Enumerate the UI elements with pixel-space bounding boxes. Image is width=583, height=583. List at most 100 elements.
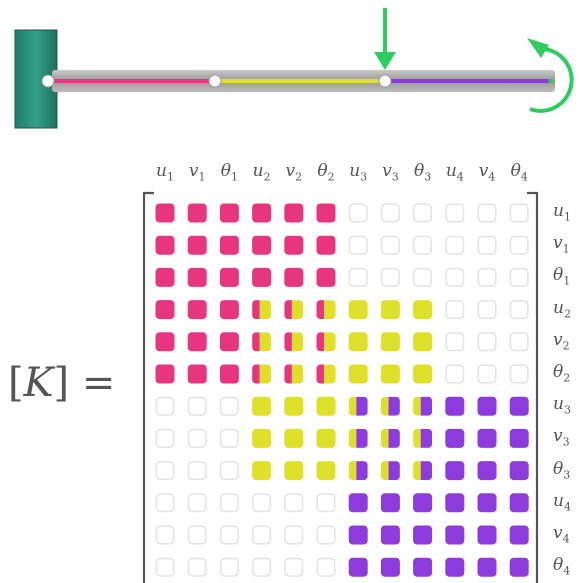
matrix-cell-r7-c3 (219, 396, 239, 416)
matrix-cell-r4-c7 (348, 300, 368, 320)
matrix-cell-r9-c1 (155, 461, 175, 481)
matrix-cell-r3-c12 (509, 267, 529, 287)
matrix-cell-r1-c11 (477, 203, 497, 223)
row-label-1: u1 (553, 201, 571, 224)
matrix-cell-r1-c2 (187, 203, 207, 223)
column-label-12: θ4 (510, 161, 528, 184)
matrix-cell-r6-c8 (380, 364, 400, 384)
matrix-cell-r4-c10 (445, 300, 465, 320)
matrix-cell-r1-c7 (348, 203, 368, 223)
matrix-cell-r12-c2 (187, 557, 207, 577)
matrix-cell-r11-c2 (187, 525, 207, 545)
matrix-cell-r3-c9 (413, 267, 433, 287)
matrix-cell-r9-c8 (380, 461, 400, 481)
matrix-cell-r12-c11 (477, 557, 497, 577)
matrix-cell-r11-c8 (380, 525, 400, 545)
matrix-cell-r1-c10 (445, 203, 465, 223)
matrix-cell-r1-c9 (413, 203, 433, 223)
matrix-cell-r6-c1 (155, 364, 175, 384)
matrix-cell-r8-c11 (477, 428, 497, 448)
matrix-cell-r7-c11 (477, 396, 497, 416)
matrix-cell-r8-c1 (155, 428, 175, 448)
matrix-cell-r8-c3 (219, 428, 239, 448)
matrix-cell-r10-c5 (284, 493, 304, 513)
matrix-cell-r3-c5 (284, 267, 304, 287)
matrix-cell-r11-c5 (284, 525, 304, 545)
matrix-cell-r3-c3 (219, 267, 239, 287)
matrix-cell-r9-c7 (348, 461, 368, 481)
row-label-3: θ1 (553, 265, 571, 288)
matrix-cell-r9-c10 (445, 461, 465, 481)
matrix-cell-r4-c5 (284, 300, 304, 320)
column-label-5: v2 (285, 161, 303, 184)
node-4 (548, 78, 554, 84)
matrix-cell-r4-c2 (187, 300, 207, 320)
matrix-cell-r6-c12 (509, 364, 529, 384)
matrix-cell-r12-c9 (413, 557, 433, 577)
matrix-cell-r6-c9 (413, 364, 433, 384)
beam-illustration (14, 8, 574, 129)
matrix-cell-r5-c12 (509, 332, 529, 352)
row-label-6: θ2 (553, 362, 571, 385)
matrix-cell-r6-c7 (348, 364, 368, 384)
matrix-cell-r7-c6 (316, 396, 336, 416)
matrix-cell-r7-c1 (155, 396, 175, 416)
row-label-5: v2 (553, 329, 570, 353)
matrix-cell-r8-c7 (348, 428, 368, 448)
matrix-cell-r8-c6 (316, 428, 336, 448)
matrix-cell-r10-c6 (316, 493, 336, 513)
matrix-cell-r8-c9 (413, 428, 433, 448)
matrix-cell-r6-c6 (316, 364, 336, 384)
matrix-cell-r12-c4 (252, 557, 272, 577)
matrix-cell-r10-c2 (187, 493, 207, 513)
column-label-1: u1 (156, 161, 174, 184)
matrix-cell-r5-c5 (284, 332, 304, 352)
matrix-cell-r1-c4 (252, 203, 272, 223)
matrix-cell-r6-c3 (219, 364, 239, 384)
matrix-cell-r12-c7 (348, 557, 368, 577)
matrix-cell-r2-c7 (348, 235, 368, 255)
matrix-cell-r11-c4 (252, 525, 272, 545)
matrix-cell-r6-c11 (477, 364, 497, 384)
matrix-cell-r1-c5 (284, 203, 304, 223)
row-label-12: θ4 (553, 555, 571, 578)
stiffness-matrix-label: [K] = (8, 360, 116, 406)
matrix-cell-r6-c4 (252, 364, 272, 384)
node-1 (41, 74, 55, 88)
matrix-cell-r10-c4 (252, 493, 272, 513)
matrix-cell-r5-c6 (316, 332, 336, 352)
matrix-cell-r5-c9 (413, 332, 433, 352)
matrix-cell-r8-c2 (187, 428, 207, 448)
matrix-cell-r2-c12 (509, 235, 529, 255)
matrix-cell-r8-c8 (380, 428, 400, 448)
matrix-cell-r8-c12 (509, 428, 529, 448)
matrix-cell-r8-c5 (284, 428, 304, 448)
matrix-cell-r4-c8 (380, 300, 400, 320)
matrix-cell-r9-c12 (509, 461, 529, 481)
matrix-cell-r9-c9 (413, 461, 433, 481)
matrix-cell-r9-c6 (316, 461, 336, 481)
matrix-cell-r11-c10 (445, 525, 465, 545)
row-label-2: v1 (553, 233, 570, 256)
matrix-cell-r8-c4 (252, 428, 272, 448)
matrix-cell-r11-c9 (413, 525, 433, 545)
matrix-cell-r4-c4 (252, 300, 272, 320)
matrix-cell-r4-c1 (155, 300, 175, 320)
matrix-cell-r10-c11 (477, 493, 497, 513)
matrix-cell-r9-c11 (477, 461, 497, 481)
matrix-cell-r1-c1 (155, 203, 175, 223)
matrix-cell-r2-c10 (445, 235, 465, 255)
matrix-cell-r12-c5 (284, 557, 304, 577)
matrix-cell-r3-c11 (477, 267, 497, 287)
clockwise-moment-icon (527, 38, 574, 113)
matrix-cell-r9-c3 (219, 461, 239, 481)
matrix-cell-r4-c12 (509, 300, 529, 320)
matrix-cell-r3-c4 (252, 267, 272, 287)
matrix-cell-r10-c9 (413, 493, 433, 513)
matrix-cell-r4-c11 (477, 300, 497, 320)
matrix-cell-r11-c3 (219, 525, 239, 545)
matrix-cell-r7-c10 (445, 396, 465, 416)
node-3 (378, 74, 392, 88)
column-label-7: u3 (349, 161, 368, 184)
